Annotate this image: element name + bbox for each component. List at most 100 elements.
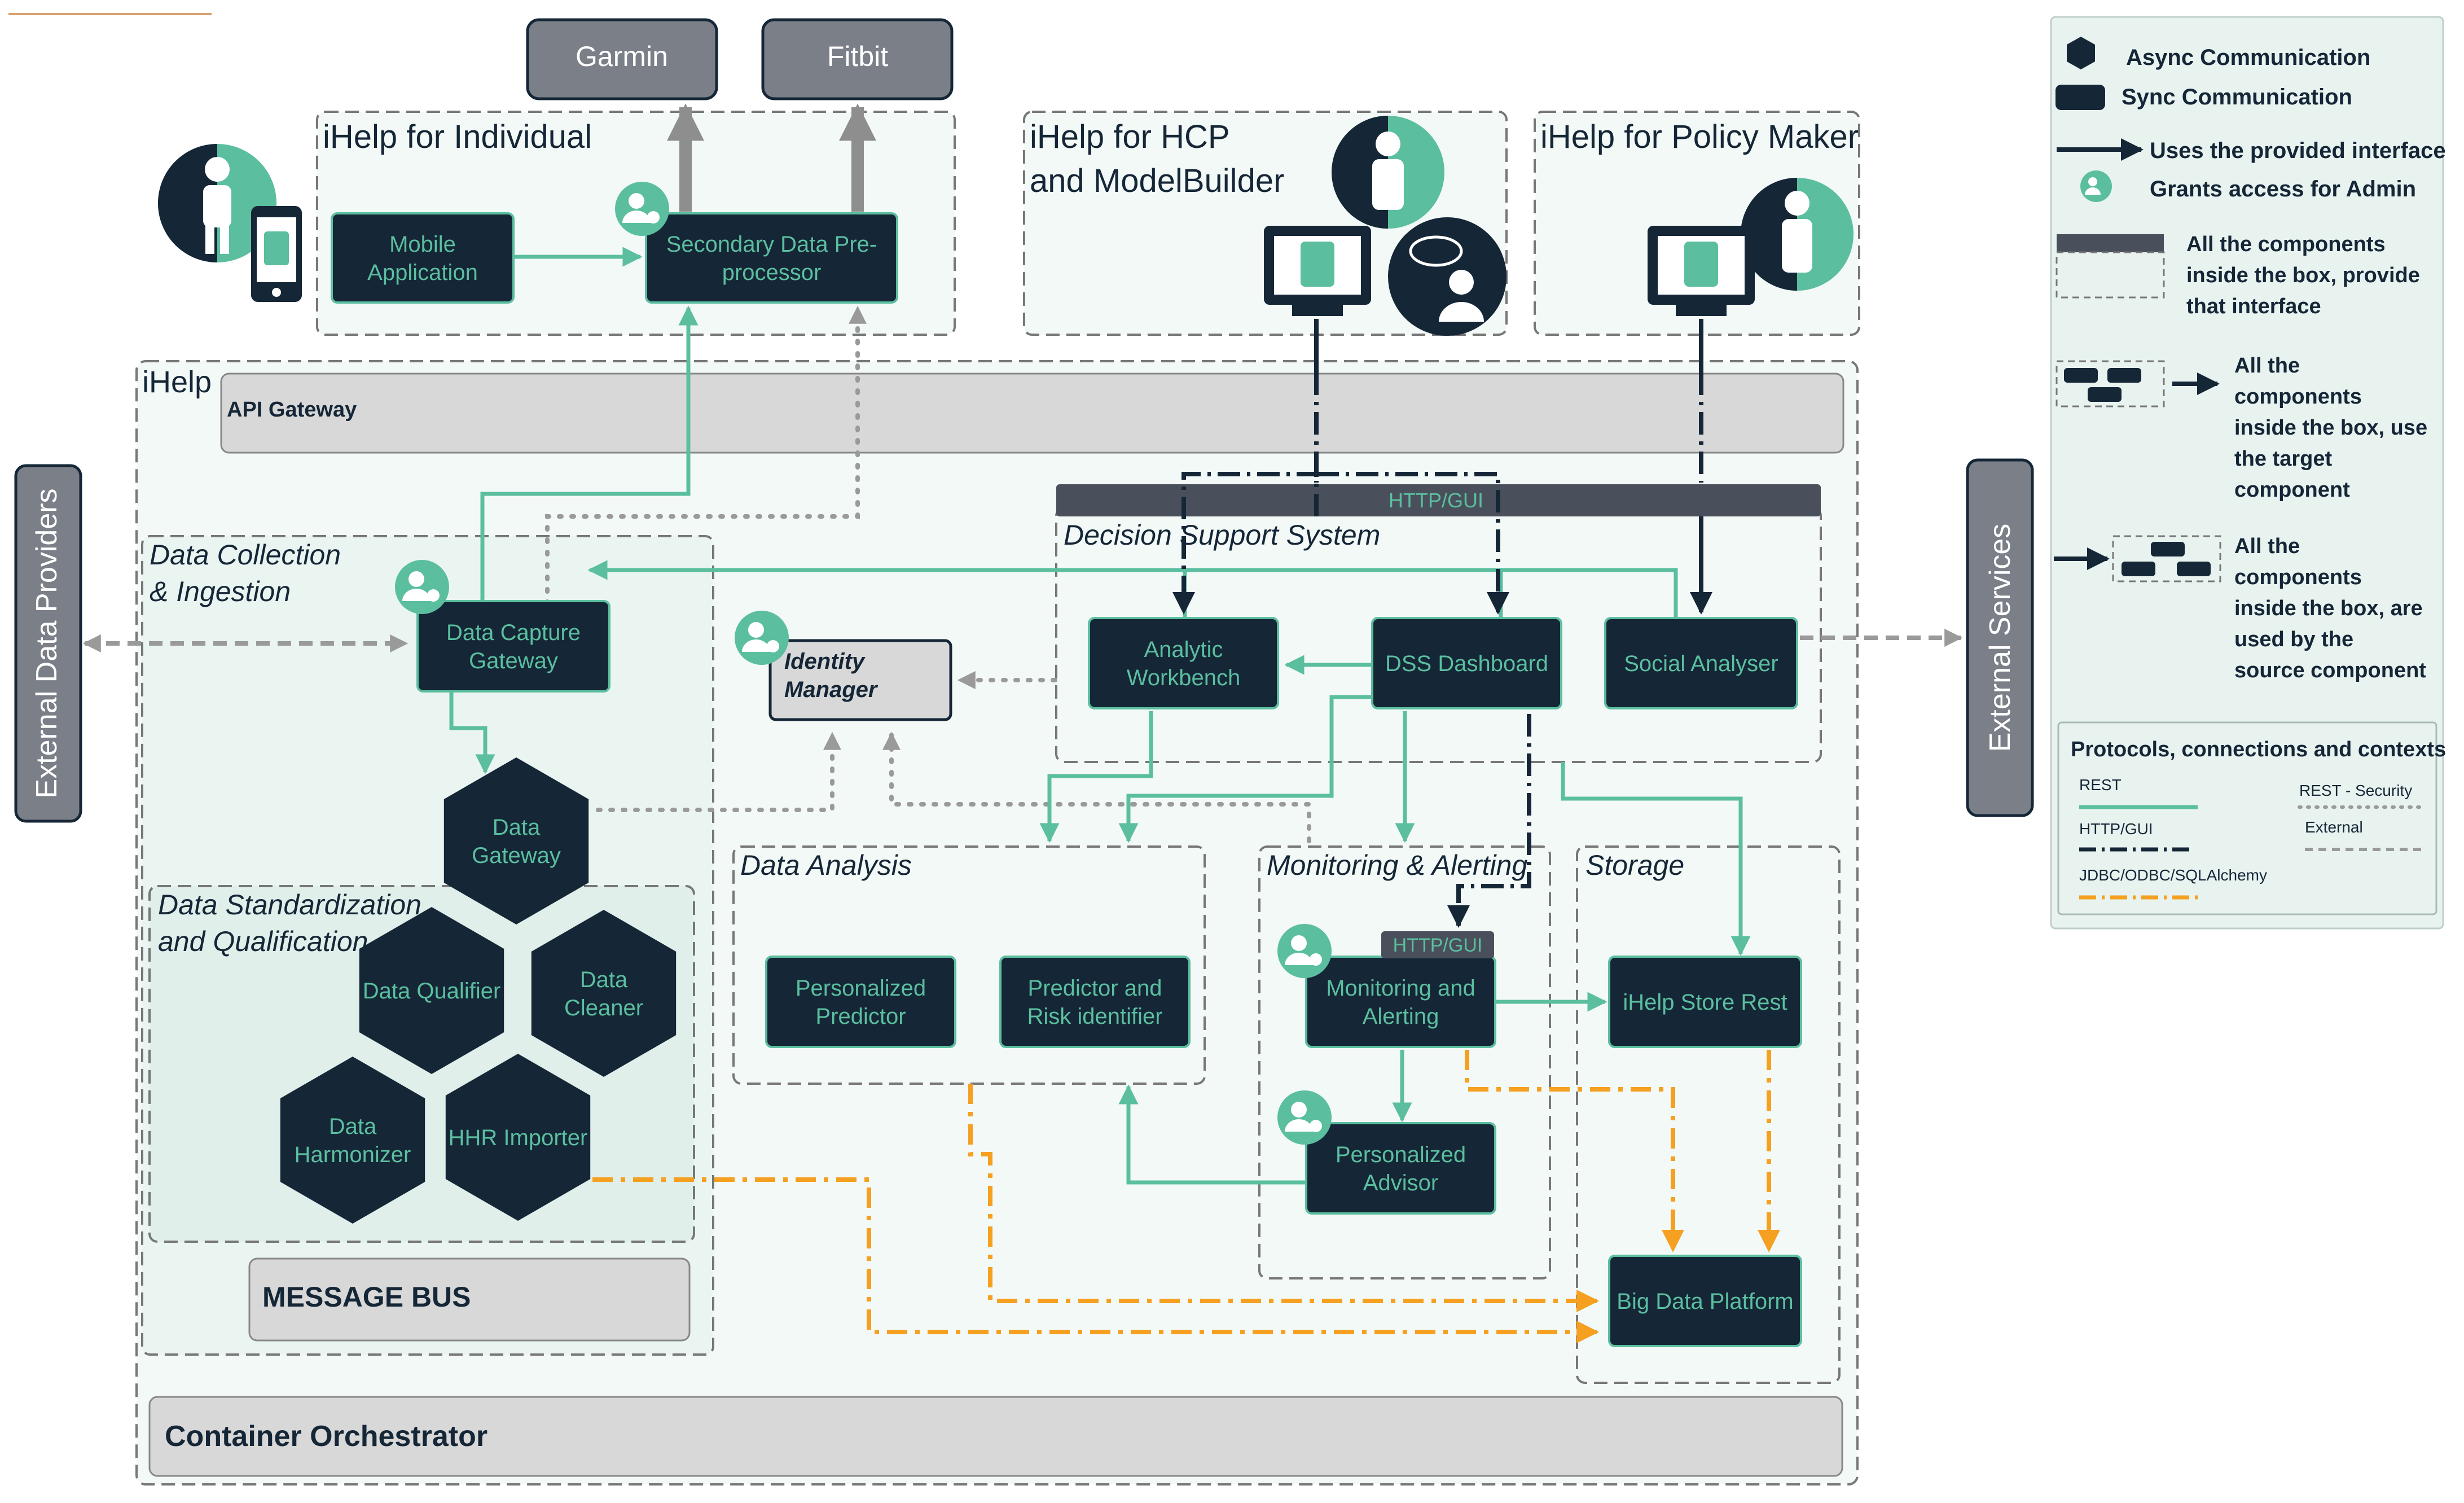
legend-use-target-3: inside the box, use	[2234, 416, 2427, 440]
link-advisor-predictor	[1118, 1084, 1306, 1185]
identity-manager-label-2: Manager	[784, 677, 879, 702]
monitoring-http-gui-tag: HTTP/GUI	[1381, 931, 1494, 958]
bar-to-dss-dashboard	[1316, 472, 1509, 615]
mini-sync-icon	[2151, 542, 2185, 556]
legend-rest: REST	[2079, 776, 2122, 794]
data-cleaner-label: Data	[580, 967, 628, 992]
secondary-pre-label: Secondary Data Pre-	[666, 232, 877, 257]
link-dss-analysis	[1118, 695, 1371, 843]
legend-provide-2: inside the box, provide	[2186, 264, 2420, 287]
mobile-app-label: Mobile	[389, 232, 456, 257]
legend-external: External	[2305, 818, 2363, 836]
http-gui-bar	[1056, 484, 1821, 516]
ihelp-hcp-label-2: and ModelBuilder	[1030, 163, 1284, 199]
data-harmonizer-label: Data	[329, 1114, 377, 1139]
data-collection-label-1: Data Collection	[150, 539, 341, 571]
storage-label: Storage	[1585, 849, 1684, 881]
legend-use-target-4: the target	[2234, 447, 2332, 471]
legend-async: Async Communication	[2126, 45, 2370, 70]
standardization-label-1: Data Standardization	[158, 889, 421, 921]
link-dss-capture	[587, 560, 1678, 618]
mini-sync-icon	[2088, 387, 2122, 402]
monitoring-alerting-label: Alerting	[1363, 1004, 1439, 1029]
ihelp-label: iHelp	[142, 365, 212, 399]
big-data-label: Big Data Platform	[1617, 1289, 1793, 1314]
message-bus-label: MESSAGE BUS	[262, 1281, 471, 1313]
analytic-workbench-label: Workbench	[1127, 665, 1241, 690]
link-capture-secondary	[480, 305, 699, 604]
personalized-advisor-label: Advisor	[1363, 1171, 1438, 1195]
social-analyser-label: Social Analyser	[1624, 651, 1778, 676]
sync-legend-icon	[2055, 85, 2105, 110]
ihelp-policy-label: iHelp for Policy Maker	[1540, 119, 1859, 155]
external-data-providers-label: External Data Providers	[30, 488, 63, 798]
personalized-predictor-label: Personalized	[796, 976, 926, 1001]
monitoring-label: Monitoring & Alerting	[1267, 849, 1527, 881]
legend-http-gui: HTTP/GUI	[2079, 820, 2153, 838]
use-target-legend-box	[2055, 360, 2165, 407]
link-security-idm-1	[596, 731, 841, 812]
ihelp-individual-label: iHelp for Individual	[323, 119, 592, 155]
bar-to-workbench	[1172, 472, 1319, 615]
monitoring-http-gui-label: HTTP/GUI	[1393, 935, 1483, 956]
legend-protocols-title: Protocols, connections and contexts	[2071, 738, 2446, 761]
admin-badge-icon	[395, 560, 449, 614]
personalized-advisor-label: Personalized	[1336, 1142, 1466, 1167]
external-services-label: External Services	[1984, 524, 2017, 752]
jdbc-monitoring-bigdata	[1465, 1050, 1684, 1252]
data-gateway-label: Gateway	[472, 843, 561, 868]
async-legend-icon	[2067, 37, 2095, 69]
legend-used-by-4: used by the	[2234, 628, 2353, 651]
predictor-risk-label: Risk identifier	[1027, 1004, 1162, 1029]
admin-badge-icon	[2080, 170, 2112, 202]
mini-sync-icon	[2122, 562, 2155, 576]
identity-manager-label-1: Identity	[784, 649, 866, 674]
data-qualifier-hexagon: Data Qualifier	[359, 907, 504, 1074]
legend-used-by-5: source component	[2234, 659, 2426, 682]
monitoring-alerting-label: Monitoring and	[1326, 976, 1475, 1001]
secondary-pre-component: Secondary Data Pre-processor	[645, 212, 898, 304]
person-with-phone-icon	[158, 144, 302, 302]
mobile-app-label: Application	[367, 260, 478, 285]
admin-badge-icon	[735, 611, 789, 665]
hhr-importer-label: HHR Importer	[449, 1125, 588, 1150]
legend-use-target-1: All the	[2234, 354, 2300, 378]
message-bus	[248, 1257, 691, 1342]
ihelp-hcp-label-1: iHelp for HCP	[1030, 119, 1230, 155]
container-orchestrator	[148, 1396, 1843, 1477]
analytic-workbench-label: Analytic	[1144, 637, 1223, 662]
dss-label: Decision Support System	[1064, 519, 1380, 551]
identity-manager-box	[768, 639, 952, 721]
garmin-label: Garmin	[576, 41, 668, 72]
legend-grants: Grants access for Admin	[2150, 177, 2416, 201]
data-capture-label: Data Capture	[446, 620, 581, 645]
admin-badge-icon	[615, 182, 669, 236]
legend-provide-3: that interface	[2186, 295, 2321, 318]
doctor-icon	[1332, 116, 1444, 229]
mini-sync-icon	[2107, 368, 2141, 383]
garmin-box	[526, 18, 718, 100]
mini-sync-icon	[2064, 368, 2098, 383]
ihelp-store-component: iHelp Store Rest	[1608, 956, 1802, 1048]
data-collection-label-2: & Ingestion	[150, 576, 291, 607]
personalized-predictor-label: Predictor	[815, 1004, 906, 1029]
protocols-box	[2057, 721, 2437, 915]
data-capture-label: Gateway	[469, 648, 558, 673]
api-gateway	[220, 373, 1844, 454]
legend-use-target-2: components	[2234, 385, 2362, 409]
api-gateway-label: API Gateway	[227, 398, 357, 422]
link-dss-store	[1561, 762, 1751, 956]
hhr-importer-hexagon: HHR Importer	[445, 1054, 591, 1221]
legend-uses: Uses the provided interface	[2150, 138, 2446, 163]
